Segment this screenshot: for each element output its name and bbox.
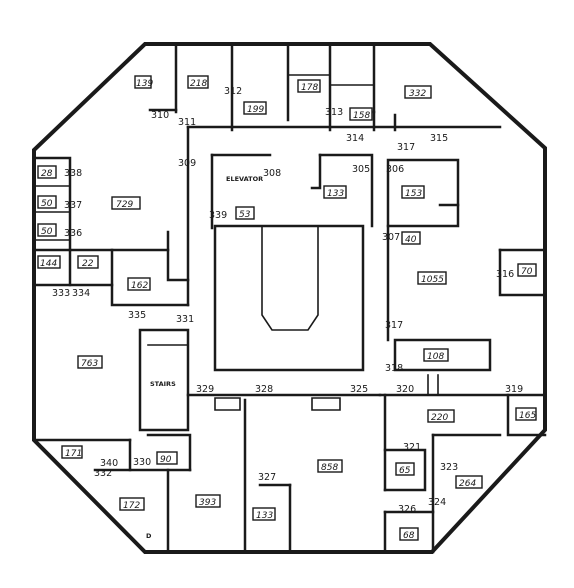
stairs-label: STAIRS (150, 380, 176, 388)
room-number: 307 (382, 232, 400, 243)
room-number: 328 (255, 384, 273, 395)
room-number: 313 (325, 107, 343, 118)
room-number: 311 (178, 117, 196, 128)
room-number: 326 (398, 504, 416, 515)
area-label: 133 (256, 511, 273, 521)
room-number: 317 (385, 320, 403, 331)
room-numbers: 310 311 312 313 314 317 315 309 308 305 … (52, 86, 523, 515)
area-label: 144 (40, 259, 57, 269)
central-core (186, 125, 502, 372)
room-number: 305 (352, 164, 370, 175)
area-label: 199 (247, 105, 264, 115)
area-label: 729 (116, 200, 133, 210)
room-number: 318 (385, 363, 403, 374)
area-label: 218 (190, 79, 207, 89)
room-number: 315 (430, 133, 448, 144)
area-label: 158 (353, 111, 370, 121)
west-rooms (32, 156, 192, 554)
room-number: 324 (428, 497, 446, 508)
room-number: 330 (133, 457, 151, 468)
room-number: 338 (64, 168, 82, 179)
area-label: 858 (321, 463, 338, 473)
room-number: 335 (128, 310, 146, 321)
room-number: 317 (397, 142, 415, 153)
south-rooms (186, 393, 382, 554)
room-number: 340 (100, 458, 118, 469)
room-number: 320 (396, 384, 414, 395)
room-number: 333 (52, 288, 70, 299)
area-label: 22 (82, 259, 94, 269)
room-number: 332 (94, 468, 112, 479)
area-label: 53 (239, 210, 251, 220)
area-label: 68 (403, 531, 415, 541)
room-number: 306 (386, 164, 404, 175)
area-label: 28 (41, 169, 53, 179)
room-number: 329 (196, 384, 214, 395)
area-label: 172 (123, 501, 140, 511)
area-label: 763 (81, 359, 98, 369)
room-number: 327 (258, 472, 276, 483)
area-label: 65 (399, 466, 411, 476)
area-label: 171 (65, 449, 82, 459)
room-number: 314 (346, 133, 364, 144)
area-label: 133 (327, 189, 344, 199)
area-label: 108 (427, 352, 444, 362)
room-number: 339 (209, 210, 227, 221)
east-rooms (378, 248, 547, 554)
room-number: 319 (505, 384, 523, 395)
room-number: 336 (64, 228, 82, 239)
area-label: 1055 (421, 275, 444, 285)
room-number: 325 (350, 384, 368, 395)
room-number: 337 (64, 200, 82, 211)
room-number: 334 (72, 288, 90, 299)
area-label: 165 (519, 411, 536, 421)
area-label: 162 (131, 281, 148, 291)
area-label: 332 (409, 89, 426, 99)
north-rooms (148, 44, 397, 132)
area-label: 153 (405, 189, 422, 199)
elevator-label: ELEVATOR (226, 175, 263, 183)
area-label: 50 (41, 227, 53, 237)
room-number: 312 (224, 86, 242, 97)
area-label: 50 (41, 199, 53, 209)
area-label: 178 (301, 83, 318, 93)
room-number: 321 (403, 442, 421, 453)
door-mark: D (146, 532, 152, 540)
room-number: 310 (151, 110, 169, 121)
area-label: 139 (136, 79, 153, 89)
room-number: 308 (263, 168, 281, 179)
area-label: 264 (459, 479, 476, 489)
area-label: 393 (199, 498, 216, 508)
room-number: 323 (440, 462, 458, 473)
area-label: 70 (521, 267, 533, 277)
room-number: 316 (496, 269, 514, 280)
area-label: 40 (405, 235, 417, 245)
area-labels: 139 218 199 178 158 332 729 28 50 50 133… (37, 75, 537, 541)
area-label: 220 (431, 413, 448, 423)
area-label: 90 (160, 455, 172, 465)
room-number: 309 (178, 158, 196, 169)
room-number: 331 (176, 314, 194, 325)
